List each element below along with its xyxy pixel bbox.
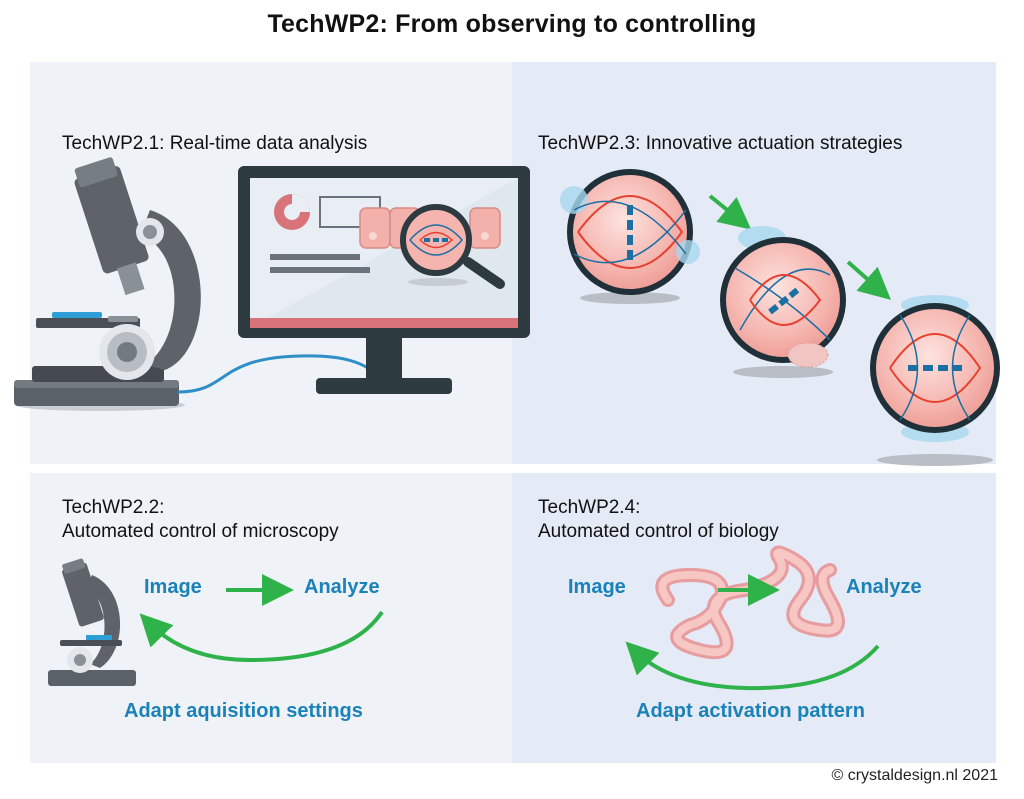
page-title: TechWP2: From observing to controlling xyxy=(267,10,757,38)
flow-label-image: Image xyxy=(568,576,626,598)
microscope-icon xyxy=(48,558,136,686)
panel-subtitle-techwp2-4: Automated control of biology xyxy=(538,521,779,542)
arrow-icon xyxy=(139,610,384,663)
magnifier-icon xyxy=(400,204,505,289)
panel-title-techwp2-4: TechWP2.4: xyxy=(538,497,641,518)
flow-label-adapt: Adapt activation pattern xyxy=(636,700,865,722)
cell-icon xyxy=(870,295,1000,466)
flow-label-analyze: Analyze xyxy=(304,576,380,598)
arrow-icon xyxy=(625,641,880,691)
gut-icon xyxy=(655,545,845,660)
arrow-icon xyxy=(846,260,891,300)
panel-title-techwp2-2: TechWP2.2: xyxy=(62,497,165,518)
cell-icon xyxy=(560,169,700,304)
panel-biology-control xyxy=(512,473,996,763)
flow-label-analyze: Analyze xyxy=(846,576,922,598)
panel-title-techwp2-3: TechWP2.3: Innovative actuation strategi… xyxy=(538,133,903,154)
panel-title-techwp2-1: TechWP2.1: Real-time data analysis xyxy=(62,133,368,154)
flow-label-adapt: Adapt aquisition settings xyxy=(124,700,363,722)
arrow-icon xyxy=(708,194,752,230)
cell-icon xyxy=(720,226,846,378)
panel-subtitle-techwp2-2: Automated control of microscopy xyxy=(62,521,339,542)
copyright-credit: © crystaldesign.nl 2021 xyxy=(831,767,998,784)
flow-label-image: Image xyxy=(144,576,202,598)
microscope-icon xyxy=(14,157,201,411)
